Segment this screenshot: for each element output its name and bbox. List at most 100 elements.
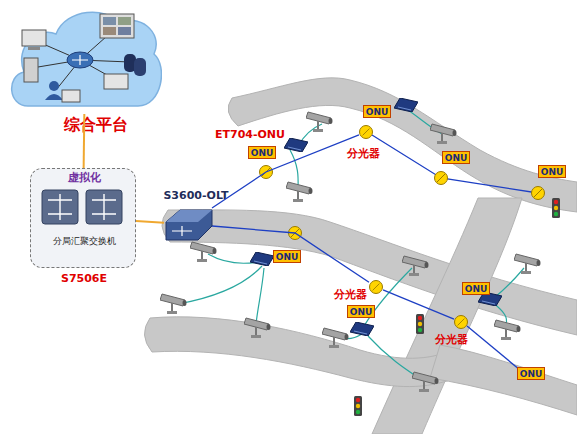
onu-tag: ONU: [517, 367, 545, 380]
onu-tag: ONU: [363, 105, 391, 118]
switch-arrows: [48, 194, 72, 220]
node-label: 分光器: [334, 289, 367, 301]
virtualization-group: 虚拟化分局汇聚交换机S7506E: [30, 168, 136, 268]
switch-cube: [86, 190, 122, 224]
node-label: 虚拟化: [68, 172, 101, 184]
splitter-mark: [363, 129, 370, 136]
connector-line: [212, 135, 359, 208]
onu-device: [394, 98, 418, 112]
splitter-shape: [455, 316, 467, 328]
onu-tag: ONU: [462, 282, 490, 295]
camera: [402, 256, 429, 276]
lan-wire: [32, 60, 80, 68]
camera-cable: [492, 302, 507, 324]
olt-box: S3600-OLT: [164, 208, 212, 240]
camera-cable: [256, 268, 264, 324]
splitter-circle: [260, 166, 273, 179]
node-label: 分光器: [347, 148, 380, 160]
node-label: S3600-OLT: [163, 190, 228, 202]
camera: [494, 320, 521, 340]
connector-line: [212, 226, 369, 282]
traffic-light: [416, 314, 424, 334]
lan-wire: [80, 60, 130, 62]
computer-monitor: [22, 30, 46, 46]
lan-wire: [56, 60, 80, 90]
cloud-shape: [8, 6, 162, 114]
traffic-light: [552, 198, 560, 218]
storage-disk: [124, 54, 136, 72]
camera-cable: [208, 254, 258, 263]
video-tile: [118, 17, 131, 25]
camera: [190, 242, 217, 262]
olt-switch: [166, 210, 212, 240]
node-label: S7506E: [61, 273, 107, 285]
operator-head: [49, 81, 59, 91]
camera-cable: [178, 266, 262, 304]
olt-switch-top: [166, 210, 212, 222]
onu-device: [284, 138, 308, 152]
onu-label: ONU: [276, 251, 299, 263]
splitter: 分光器: [454, 315, 468, 329]
splitter-mark: [534, 189, 542, 197]
splitter-mark: [437, 174, 445, 182]
fiber-line: [467, 326, 520, 370]
computer-stand: [28, 47, 40, 50]
connector-line: [136, 221, 164, 223]
onu-device: [350, 322, 374, 336]
splitter: 分光器: [359, 125, 373, 139]
node-label: 综合平台: [64, 116, 128, 134]
onu-device: [250, 252, 274, 266]
road: [144, 317, 452, 387]
onu-tag: ONU: [273, 250, 301, 263]
splitter-mark: [262, 168, 270, 176]
onu-label: ONU: [366, 106, 389, 118]
switch-arrows: [172, 226, 192, 236]
camera: [514, 254, 541, 274]
onu-tag: ONU: [248, 146, 276, 159]
node-label: 分光器: [435, 334, 468, 346]
switch-arrows: [92, 194, 116, 220]
storage-disk: [134, 58, 146, 76]
camera: [412, 372, 439, 392]
splitter-mark: [291, 229, 299, 237]
lan-wire: [80, 28, 116, 60]
video-tile: [118, 27, 131, 35]
camera: [160, 294, 187, 314]
road: [372, 198, 522, 434]
splitter-shape: [360, 126, 372, 138]
splitter-shape: [370, 281, 382, 293]
operator-body: [45, 94, 63, 100]
camera-cable: [405, 108, 442, 134]
fiber-line: [372, 135, 538, 193]
camera: [286, 182, 313, 202]
computer-monitor: [62, 90, 80, 102]
camera-cable: [338, 334, 362, 339]
camera-cable: [368, 336, 422, 380]
road: [228, 78, 577, 212]
traffic-light: [354, 396, 362, 416]
video-tile: [103, 17, 116, 25]
onu-tag: ONU: [442, 151, 470, 164]
switch-arrows: [72, 55, 88, 65]
connector-line: [83, 114, 86, 168]
onu-label: ONU: [251, 147, 274, 159]
core-switch: [67, 52, 93, 68]
camera: [306, 112, 333, 132]
camera: [430, 124, 457, 144]
camera: [322, 328, 349, 348]
camera-cable: [290, 150, 298, 192]
video-tile: [103, 27, 116, 35]
splitter-symbol: [260, 166, 545, 240]
splitter-mark: [373, 284, 380, 291]
platform-cloud: 综合平台: [8, 6, 162, 114]
switch-cube: [42, 190, 78, 224]
onu-tag: ONU: [538, 165, 566, 178]
server: [24, 58, 38, 82]
lan-wire: [80, 60, 116, 80]
lan-wire: [34, 40, 80, 60]
camera-cable: [298, 124, 322, 146]
